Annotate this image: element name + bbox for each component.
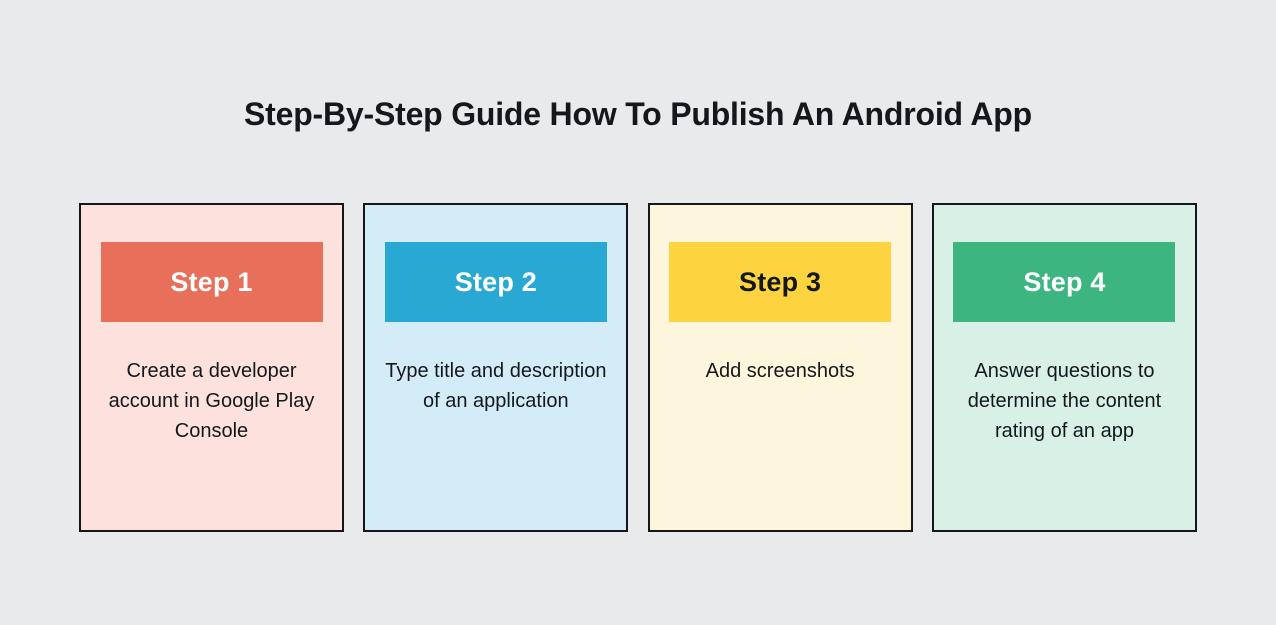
step-card-3: Step 3 Add screenshots [647,203,913,532]
step-badge-2: Step 2 [384,242,607,322]
step-description-4: Answer questions to determine the conten… [967,360,1162,442]
step-badge-3: Step 3 [669,242,892,322]
step-card-1: Step 1 Create a developer account in Goo… [79,203,344,532]
step-badge-4: Step 4 [953,242,1176,322]
page-title: Step-By-Step Guide How To Publish An And… [244,96,1032,132]
steps-card-row: Step 1 Create a developer account in Goo… [79,203,1197,532]
step-description-1: Create a developer account in Google Pla… [108,360,315,442]
step-card-4: Step 4 Answer questions to determine the… [931,203,1197,532]
step-card-2: Step 2 Type title and description of an … [363,203,629,532]
step-description-2: Type title and description of an applica… [385,360,607,412]
step-description-3: Add screenshots [705,360,855,382]
step-badge-1: Step 1 [100,242,323,322]
